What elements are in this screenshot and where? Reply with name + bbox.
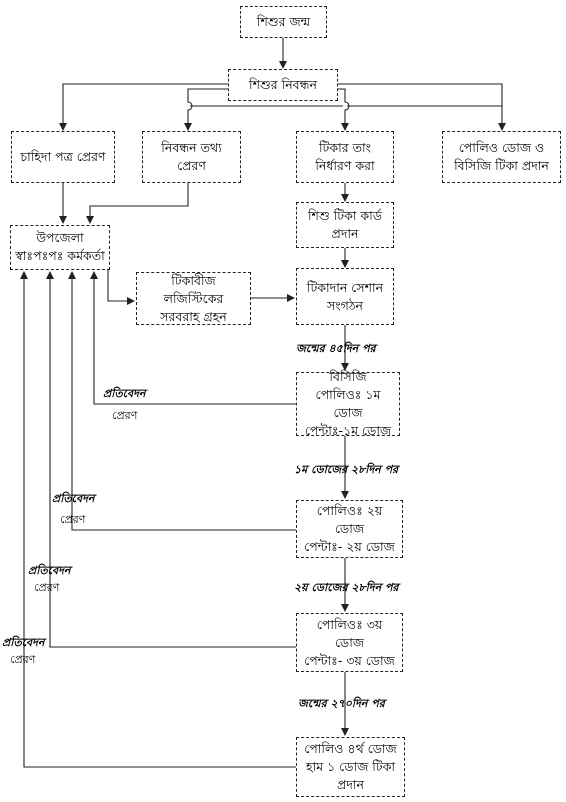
vacc-date-box: টিকার তাং নির্ধারণ করা (296, 131, 394, 183)
arrow-info-upazila (86, 183, 189, 224)
report-title-2: প্রতিবেদন (52, 492, 95, 505)
arrow-reg-demand (59, 83, 228, 131)
arrow-upazila-logistics (107, 268, 135, 305)
report-sub-1: প্রেরণ (112, 409, 138, 422)
reg-info-box: নিবন্ধন তথ্য প্রেরণ (142, 131, 241, 183)
logistics-box: টিকাবীজ লজিস্টিকের সরবরাহ গ্রহন (136, 272, 251, 325)
dose4-box: পোলিও ৪র্থ ডোজ হাম ১ ডোজ টিকা প্রদান (296, 737, 405, 797)
arrow-reg-info (184, 88, 228, 131)
interval-label-28a: ১ম ডোজের ২৮দিন পর (294, 463, 399, 476)
interval-label-28b: ২য় ডোজের ২৮দিন পর (294, 581, 399, 594)
report-title-4: প্রতিবেদন (2, 636, 45, 649)
report-line-dose2 (68, 271, 296, 531)
dose2-box: পোলিওঃ ২য় ডোজ পেন্টাঃ- ২য় ডোজ (296, 500, 403, 558)
arrow-reg-date (338, 88, 350, 131)
polio-bcg-box: পোলিও ডোজ ও বিসিজি টিকা প্রদান (442, 131, 561, 183)
dose1-box: বিসিজি পোলিওঃ ১ম ডোজ পেন্টাঃ-১ম ডোজ (296, 369, 400, 438)
report-line-dose1 (90, 271, 296, 405)
arrow-reg-polio (338, 83, 506, 131)
dose3-box: পোলিওঃ ৩য় ডোজ পেন্টাঃ- ৩য় ডোজ (296, 613, 403, 672)
card-box: শিশু টিকা কার্ড প্রদান (296, 202, 394, 248)
interval-label-270: জন্মের ২৭০দিন পর (298, 697, 385, 710)
report-line-dose3 (46, 271, 296, 648)
report-line-dose4 (20, 271, 296, 768)
birth-box: শিশুর জন্ম (240, 6, 327, 38)
demand-box: চাহিদা পত্র প্রেরণ (11, 131, 115, 183)
registration-box: শিশুর নিবন্ধন (228, 69, 338, 101)
session-box: টিকাদান সেশান সংগঠন (296, 268, 394, 325)
report-title-3: প্রতিবেদন (28, 564, 71, 577)
report-sub-2: প্রেরণ (60, 513, 86, 526)
report-sub-4: প্রেরণ (10, 653, 36, 666)
report-title-1: প্রতিবেদন (103, 387, 146, 400)
interval-label-45: জন্মের ৪৫দিন পর (296, 342, 376, 355)
report-sub-3: প্রেরণ (34, 581, 60, 594)
upazila-box: উপজেলা স্বাঃপঃপঃ কর্মকর্তা (10, 225, 110, 270)
